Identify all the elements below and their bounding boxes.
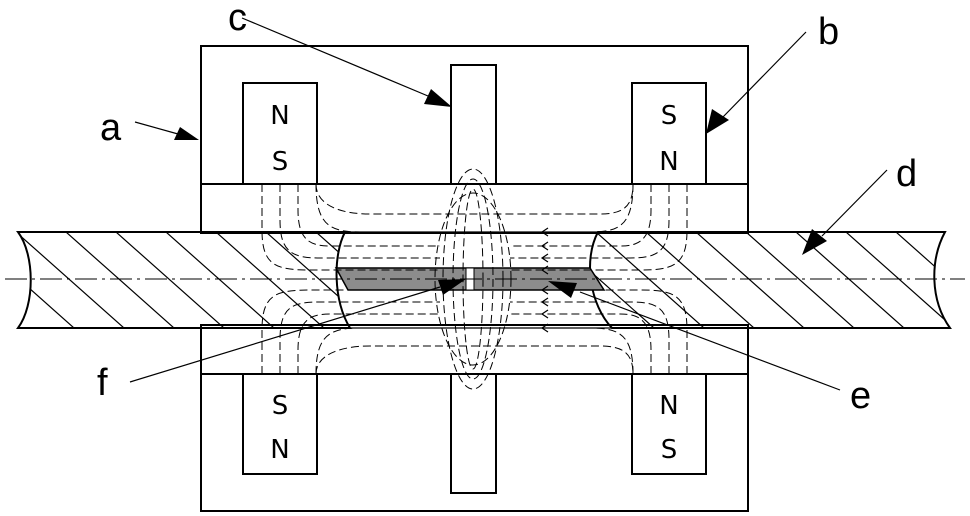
magnet-bottom-right: N S [631, 373, 707, 475]
leader-a [134, 121, 199, 140]
lower-center-pole [450, 373, 497, 494]
magnet-top-left: N S [242, 82, 318, 185]
magnet-top-right: S N [631, 82, 707, 185]
label-c: c [228, 0, 247, 39]
leader-f [129, 279, 466, 383]
leader-c [241, 17, 452, 107]
magnet-bottom-left: S N [242, 373, 318, 475]
leader-b [706, 31, 807, 134]
upper-center-pole [450, 64, 497, 185]
flux-lines [261, 168, 688, 390]
upper-clamp-body [200, 45, 749, 234]
label-b: b [818, 11, 839, 53]
flux-arrows [540, 227, 549, 333]
leader-d [802, 169, 888, 255]
pole-label: S [272, 391, 289, 421]
pole-label: N [270, 435, 289, 465]
leader-e [548, 281, 841, 391]
pole-label: N [659, 147, 678, 177]
label-d: d [896, 153, 917, 195]
label-f: f [97, 362, 108, 404]
pole-label: N [270, 101, 289, 131]
label-e: e [850, 375, 871, 417]
pole-label: S [661, 101, 678, 131]
label-a: a [100, 107, 122, 149]
pole-label: S [661, 435, 678, 465]
pole-label: S [272, 147, 289, 177]
pole-label: N [659, 391, 678, 421]
pipe-right-section [589, 231, 952, 329]
